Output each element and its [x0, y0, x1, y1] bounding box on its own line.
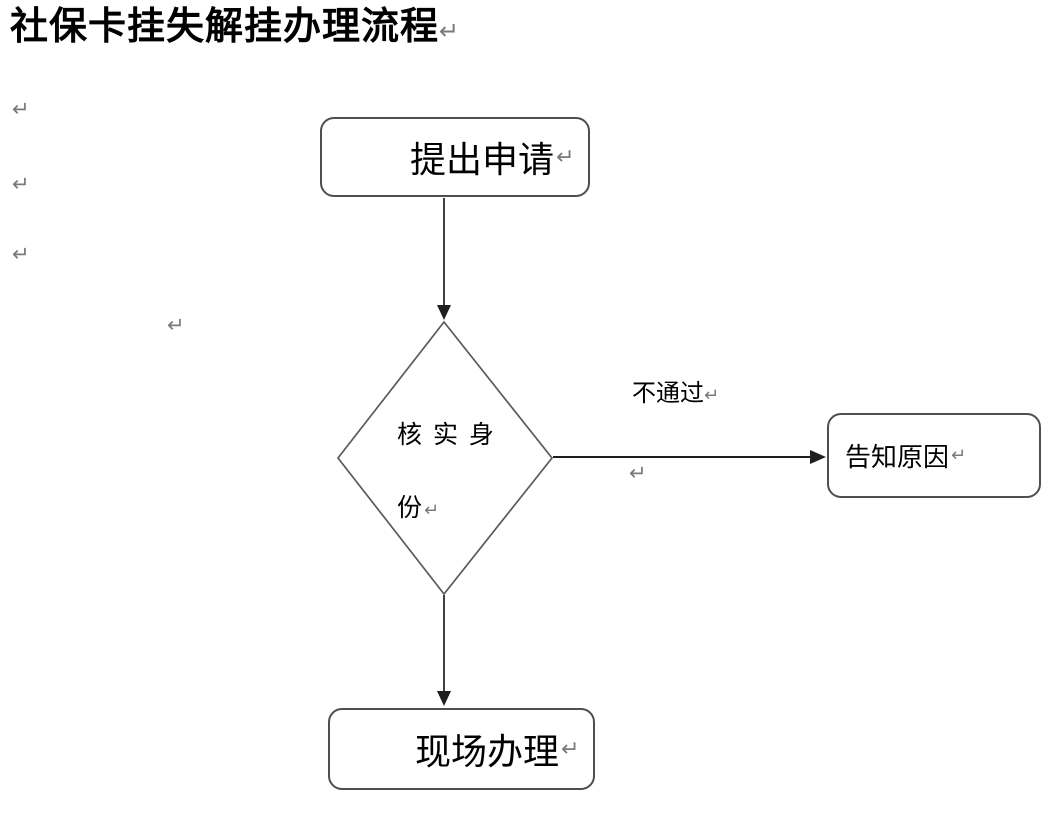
decision-label-text: 份	[397, 494, 425, 522]
flow-node-start[interactable]: 提出申请↵	[320, 117, 590, 197]
connector-decision-to-end[interactable]	[437, 595, 451, 706]
paragraph-mark-icon: ↵	[167, 314, 185, 337]
paragraph-mark-icon: ↵	[12, 173, 30, 196]
flow-node-start-label: 提出申请	[410, 139, 555, 180]
flow-node-end-label: 现场办理	[415, 731, 560, 772]
page-title: 社保卡挂失解挂办理流程↵	[10, 4, 460, 55]
flow-node-end[interactable]: 现场办理↵	[328, 708, 595, 790]
flow-node-decision-label-line1: 核 实 身	[397, 421, 496, 449]
decision-label-text: 核 实 身	[397, 421, 496, 449]
paragraph-mark-icon: ↵	[439, 18, 461, 45]
arrowhead-down-icon	[437, 691, 451, 706]
paragraph-mark-icon: ↵	[704, 385, 720, 405]
paragraph-mark-icon: ↵	[561, 736, 580, 761]
flow-node-decision-label-line2: 份↵	[397, 494, 439, 524]
paragraph-mark-icon: ↵	[556, 144, 575, 169]
arrowhead-down-icon	[437, 305, 451, 320]
page-title-text: 社保卡挂失解挂办理流程	[10, 6, 440, 48]
flow-node-inform-label: 告知原因	[845, 442, 950, 472]
arrowhead-right-icon	[810, 450, 826, 464]
flow-node-inform[interactable]: 告知原因↵	[827, 413, 1041, 498]
paragraph-mark-icon: ↵	[424, 500, 440, 520]
connector-decision-to-inform[interactable]	[553, 450, 826, 464]
paragraph-mark-icon: ↵	[951, 445, 967, 465]
paragraph-mark-icon: ↵	[12, 98, 30, 121]
decision-diamond-shape[interactable]	[336, 320, 554, 596]
edge-label-fail: 不通过↵	[632, 380, 719, 409]
paragraph-mark-icon: ↵	[12, 243, 30, 266]
connector-start-to-decision[interactable]	[437, 198, 451, 320]
paragraph-mark-icon: ↵	[629, 462, 647, 485]
edge-label-fail-text: 不通过	[632, 380, 704, 407]
